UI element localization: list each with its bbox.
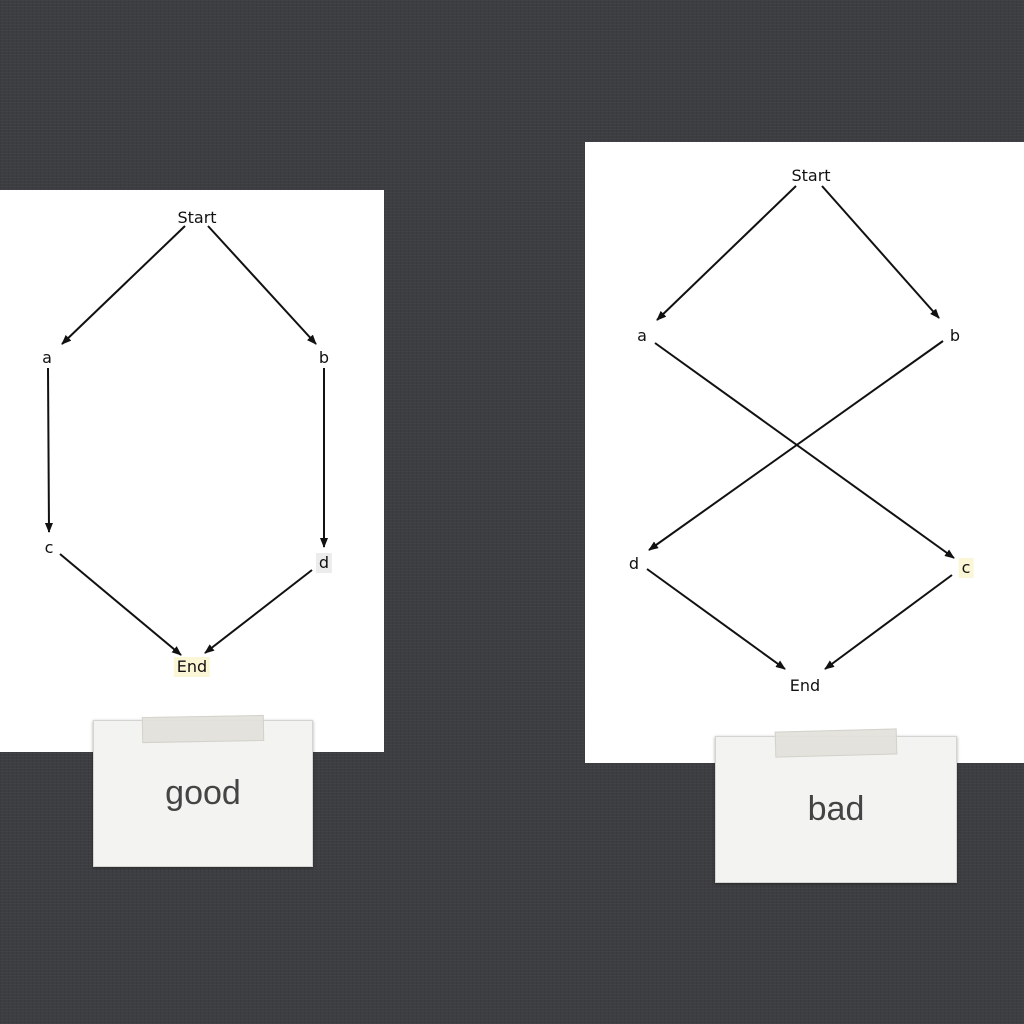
node-d: d bbox=[628, 554, 640, 573]
node-b: b bbox=[949, 326, 961, 345]
tape-strip bbox=[141, 714, 265, 744]
good-diagram-panel: Start a b c d End bbox=[0, 190, 384, 752]
node-c: c bbox=[44, 538, 54, 557]
edge-start-b bbox=[207, 225, 317, 345]
node-start: Start bbox=[177, 208, 217, 227]
node-start: Start bbox=[791, 166, 831, 185]
good-label: good bbox=[165, 774, 241, 812]
node-end: End bbox=[173, 657, 211, 677]
tape-strip bbox=[774, 728, 898, 758]
edge-b-d bbox=[648, 340, 944, 551]
good-diagram-edges bbox=[44, 225, 328, 656]
good-label-card: good bbox=[93, 720, 313, 867]
node-d: d bbox=[315, 553, 333, 573]
node-end: End bbox=[789, 676, 821, 695]
edge-start-a bbox=[61, 225, 186, 345]
node-c: c bbox=[958, 558, 974, 578]
node-a: a bbox=[637, 326, 647, 345]
edge-start-b bbox=[821, 185, 940, 319]
bad-diagram-edges bbox=[646, 185, 955, 670]
bad-diagram-panel: Start a b d c End bbox=[585, 142, 1024, 763]
edge-c-end bbox=[824, 574, 953, 670]
edge-c-end bbox=[59, 553, 182, 656]
edge-a-c bbox=[44, 367, 53, 533]
bad-label-card: bad bbox=[715, 736, 957, 883]
edge-a-c bbox=[654, 342, 955, 559]
edge-d-end bbox=[204, 569, 313, 654]
node-a: a bbox=[42, 348, 52, 367]
edge-start-a bbox=[656, 185, 797, 321]
node-b: b bbox=[318, 348, 330, 367]
bad-label: bad bbox=[807, 790, 865, 828]
edge-d-end bbox=[646, 568, 786, 670]
